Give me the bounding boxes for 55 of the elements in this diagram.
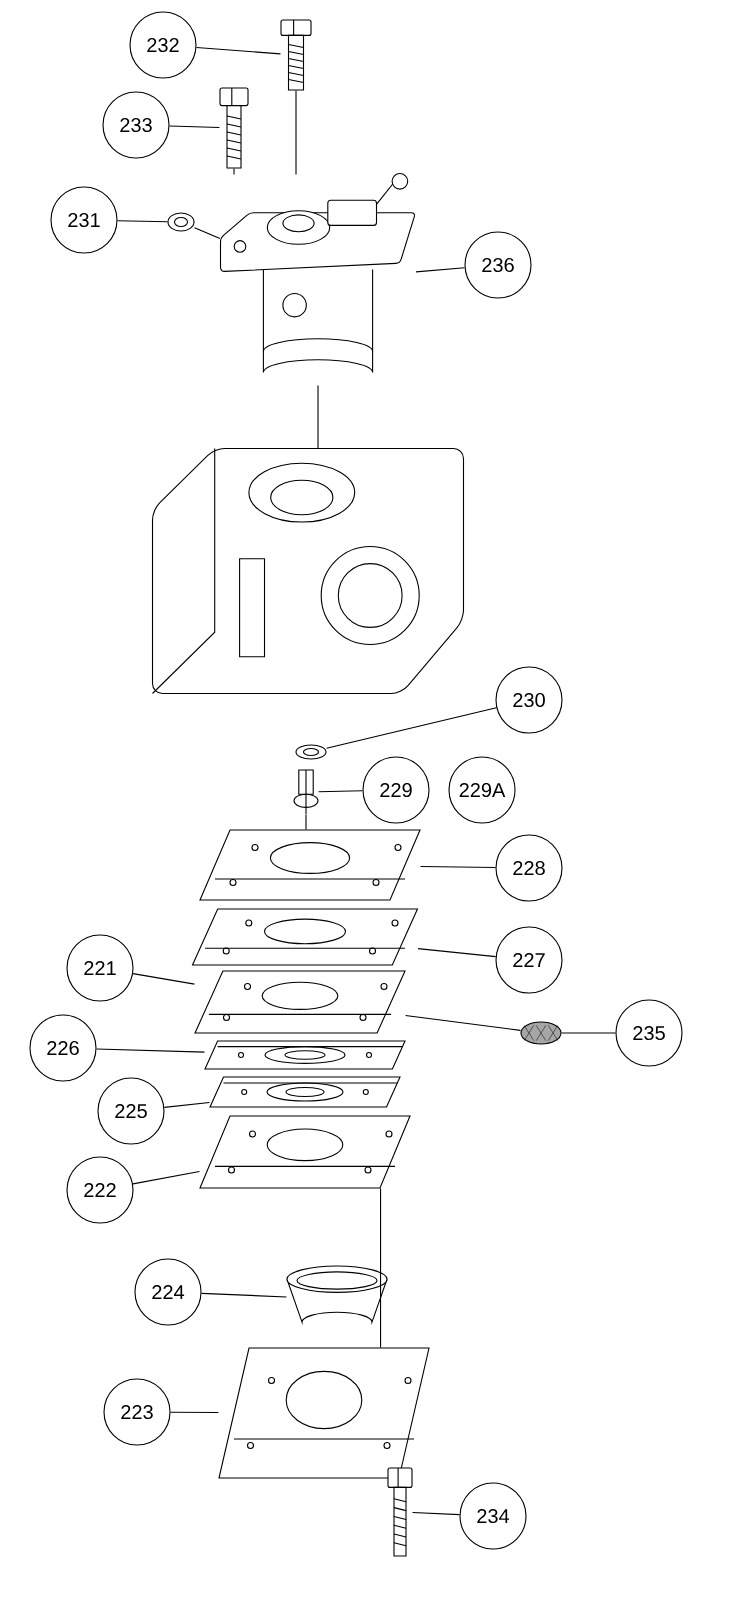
screw-drawing xyxy=(280,19,312,91)
callout-number: 236 xyxy=(464,231,532,299)
diaphragm-drawing xyxy=(209,1076,401,1108)
carburetor-body-drawing xyxy=(219,172,416,373)
callout-number: 227 xyxy=(495,926,563,994)
callout-number: 232 xyxy=(129,11,197,79)
leader-line xyxy=(117,220,168,223)
body-plate-drawing xyxy=(199,1115,411,1189)
callout-number: 226 xyxy=(29,1014,97,1082)
leader-line xyxy=(163,1101,210,1108)
housing-drawing xyxy=(151,447,465,695)
body-plate-drawing xyxy=(194,970,406,1034)
leader-line xyxy=(326,707,497,749)
leader-line xyxy=(420,866,496,869)
screen-drawing xyxy=(520,1021,562,1045)
fitting-drawing xyxy=(293,769,319,815)
leader-line xyxy=(412,1512,461,1516)
callout-number: 221 xyxy=(66,934,134,1002)
leader-line xyxy=(132,973,195,985)
callout-number: 223 xyxy=(103,1378,171,1446)
leader-line xyxy=(200,1292,287,1298)
assembly-line xyxy=(295,90,297,175)
callout-number: 234 xyxy=(459,1482,527,1550)
callout-number: 224 xyxy=(134,1258,202,1326)
leader-line xyxy=(561,1032,616,1034)
leader-line xyxy=(132,1171,200,1185)
callout-number: 231 xyxy=(50,186,118,254)
assembly-line xyxy=(405,1015,521,1031)
washer-drawing xyxy=(295,744,327,760)
screw-drawing xyxy=(219,87,249,169)
leader-line xyxy=(415,267,466,273)
leader-line xyxy=(96,1048,205,1053)
leader-line xyxy=(417,948,497,958)
leader-line xyxy=(170,1411,219,1413)
leader-line xyxy=(195,46,281,55)
assembly-line xyxy=(194,227,221,240)
leader-line xyxy=(169,125,220,129)
gasket-drawing xyxy=(204,1040,406,1070)
callout-number: 222 xyxy=(66,1156,134,1224)
callout-number: 225 xyxy=(97,1077,165,1145)
plate-drawing xyxy=(191,908,419,966)
callout-number: 233 xyxy=(102,91,170,159)
callout-number: 228 xyxy=(495,834,563,902)
callout-number: 229 xyxy=(362,756,430,824)
assembly-line xyxy=(317,385,319,449)
callout-number: 230 xyxy=(495,666,563,734)
assembly-line xyxy=(233,168,235,175)
leader-line xyxy=(318,790,363,793)
callout-number: 235 xyxy=(615,999,683,1067)
nut-drawing xyxy=(167,212,195,232)
screw-drawing xyxy=(387,1467,413,1557)
callout-number: 229A xyxy=(448,756,516,824)
gasket-drawing xyxy=(199,829,421,901)
assembly-line xyxy=(305,814,307,830)
cover-drawing xyxy=(218,1347,430,1479)
